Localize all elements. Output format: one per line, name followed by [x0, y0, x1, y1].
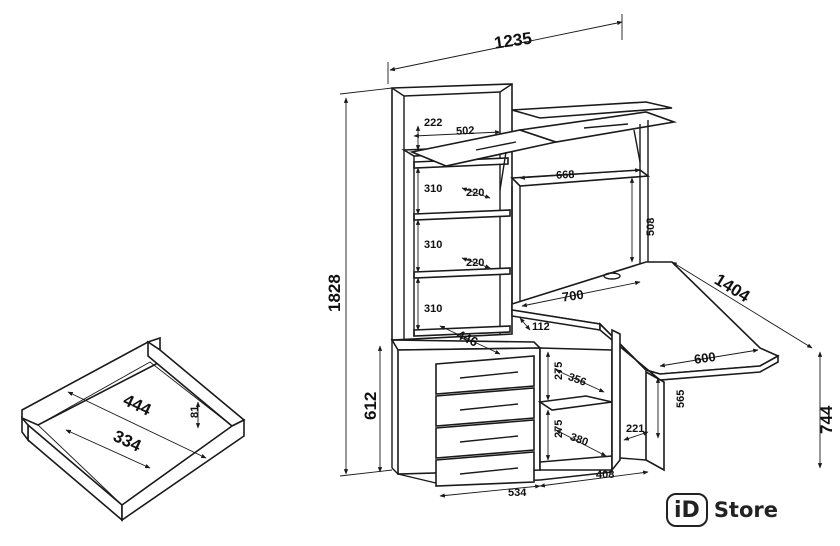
shelf-310-b-label: 310: [424, 239, 442, 251]
total-width-label: 1235: [493, 29, 533, 53]
leg-height-label: 565: [675, 390, 687, 408]
drawer-width-total-label: 534: [508, 487, 527, 499]
open-h1-label: 275: [553, 362, 565, 380]
shelf-width-label: 502: [456, 125, 475, 138]
leg-depth-label: 221: [626, 423, 644, 435]
desk-width-label: 700: [561, 287, 585, 305]
corner-112-label: 112: [532, 321, 550, 333]
depth-220-a-label: 220: [466, 187, 484, 199]
open-d1-label: 356: [566, 371, 587, 389]
drawer-depth-label: 334: [110, 426, 144, 455]
total-height-label: 1828: [325, 274, 344, 312]
open-width-label: 408: [596, 469, 614, 481]
shelf-310-c-label: 310: [424, 303, 442, 315]
depth-220-b-label: 220: [466, 257, 484, 269]
base-height-label: 612: [361, 392, 380, 420]
shelf-gap-label: 222: [424, 117, 442, 129]
open-h2-label: 275: [553, 420, 565, 438]
side-desk-width-label: 600: [693, 349, 717, 367]
logo-text: Store: [713, 498, 779, 522]
desk-height-label: 744: [817, 405, 836, 434]
top-shelf-width-label: 668: [556, 169, 575, 182]
brand-logo: iD Store: [666, 490, 778, 530]
dimension-lines: [339, 14, 823, 498]
top-shelf-height-label: 508: [645, 218, 657, 236]
logo-mark: iD: [666, 493, 708, 527]
side-length-label: 1404: [711, 270, 754, 306]
drawer-height-label: 81: [189, 406, 201, 418]
shelf-310-a-label: 310: [424, 183, 442, 195]
drawer-box-drawing: [21, 336, 246, 522]
drawer-width-label: 444: [120, 390, 154, 419]
open-d2-label: 380: [568, 431, 589, 449]
